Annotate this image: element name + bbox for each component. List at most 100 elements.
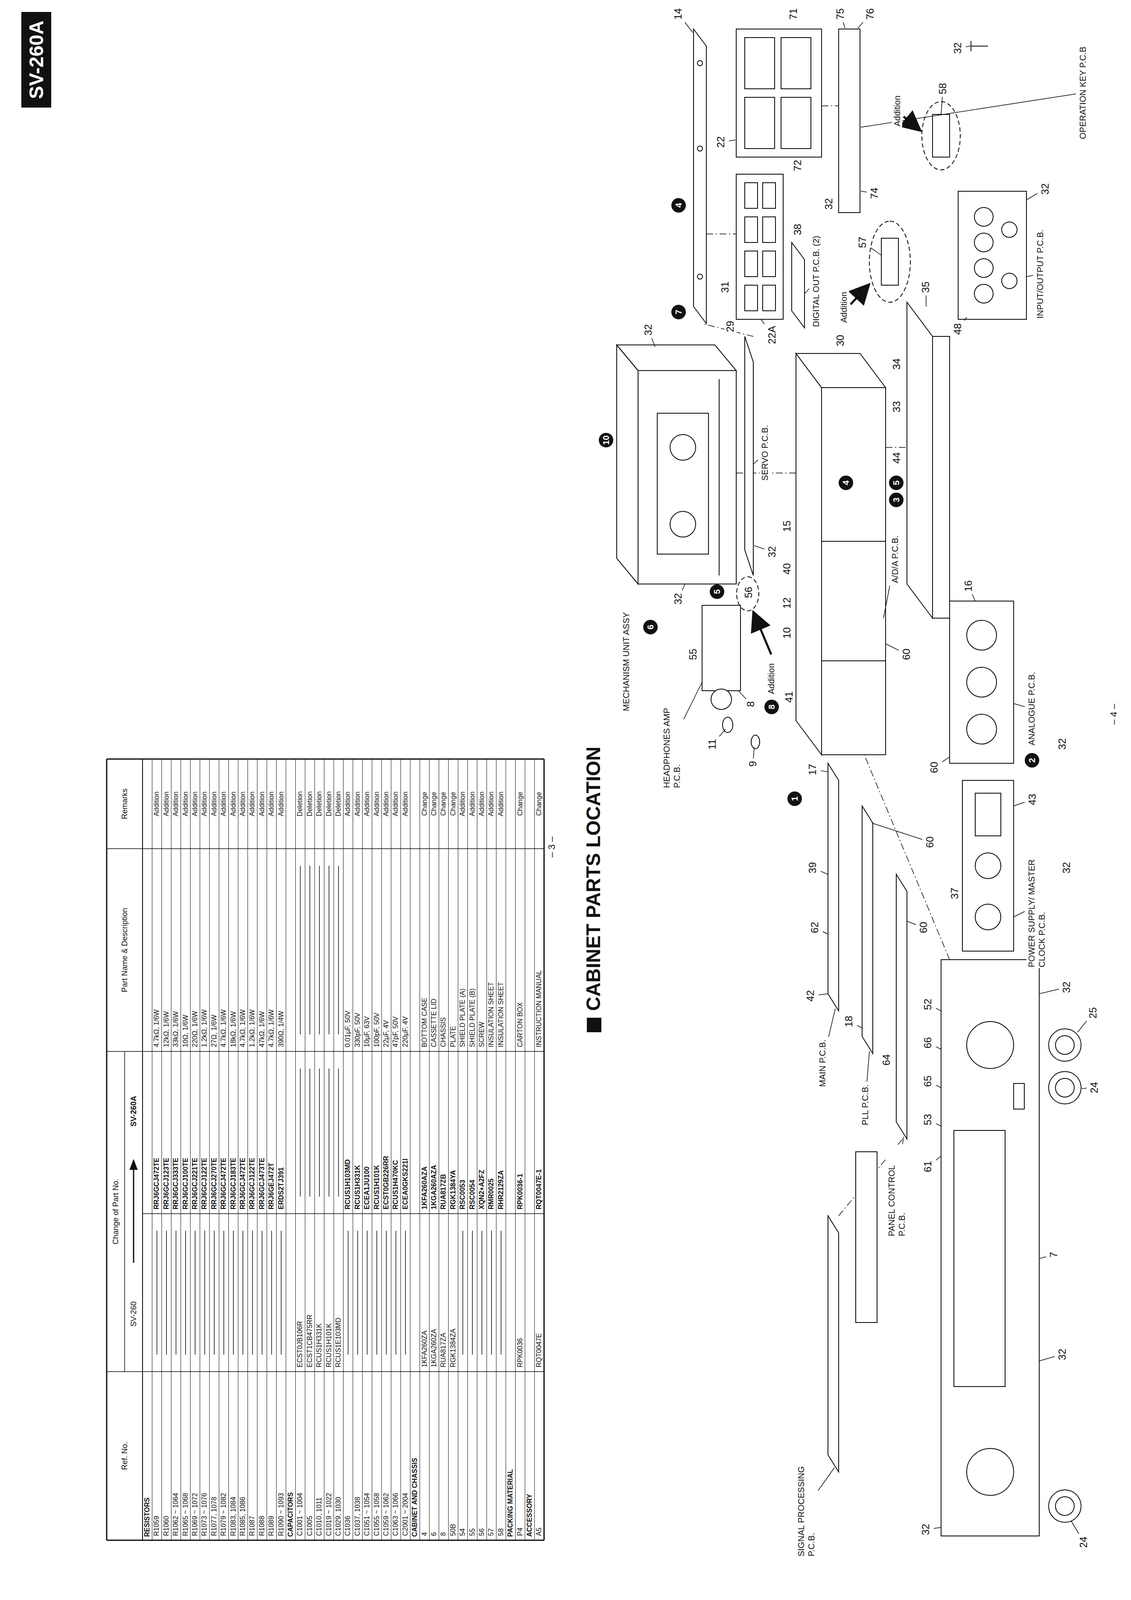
callout-number: 24 <box>1088 1080 1101 1094</box>
table-cell: Deletion <box>314 758 324 849</box>
table-cell: R1087 <box>247 1515 257 1536</box>
table-cell: BOTTOM CASE <box>419 997 430 1047</box>
leader-line <box>935 1008 942 1011</box>
callout-number: 31 <box>719 280 732 294</box>
table-dash <box>376 1230 378 1355</box>
table-rule <box>371 758 373 1540</box>
table-cell: RRJ6GCJ333TE <box>171 1157 181 1210</box>
table-border <box>106 1539 545 1541</box>
table-rule <box>333 758 335 1540</box>
table-rule <box>467 758 468 1540</box>
leader-line <box>1026 275 1034 277</box>
callout-number: 1 <box>789 795 800 801</box>
callout-number: 65 <box>921 1074 935 1088</box>
table-cell: ERDS2TJ391 <box>276 1166 286 1210</box>
leader-line <box>1013 911 1025 917</box>
callout-number: 75 <box>834 7 847 21</box>
table-cell: C1029, 1030 <box>333 1496 344 1536</box>
table-rule <box>314 758 315 1540</box>
table-cell: C1051 ~ 1054 <box>362 1492 372 1536</box>
arrow-shaft <box>133 1168 135 1263</box>
table-dash <box>347 1230 349 1355</box>
table-cell: RRJ6GCJ183TE <box>228 1157 239 1210</box>
table-cell: 4.7kΩ, 1/6W <box>238 1009 248 1047</box>
circled-callout: 10 <box>598 432 614 448</box>
leader-line <box>902 1136 904 1144</box>
callout-number: 55 <box>687 647 700 661</box>
leader-line <box>719 728 726 737</box>
leader-line <box>1039 1356 1055 1361</box>
parts-drawing <box>616 29 1082 1536</box>
table-cell: Addition <box>457 758 468 849</box>
callout-number: 56 <box>742 585 755 599</box>
table-cell: 57 <box>486 1527 496 1536</box>
leader-line <box>972 594 976 601</box>
table-rule <box>190 758 191 1540</box>
callout-number: 60 <box>900 647 913 661</box>
table-cell: RRJ6GCJ122TE <box>199 1157 210 1210</box>
callout-number: 17 <box>806 762 820 776</box>
callout-number: 32 <box>642 323 655 337</box>
table-rule <box>199 758 201 1540</box>
table-cell: 100pF, 50V <box>372 1012 382 1047</box>
table-border <box>543 758 545 1540</box>
table-cell: RCUS1H470KC <box>390 1159 401 1210</box>
table-cell: ECST0JB106R <box>295 1320 305 1368</box>
table-rule <box>180 758 181 1540</box>
table-rule <box>524 758 526 1540</box>
table-cell: RCUS1H101K <box>324 1323 334 1368</box>
table-cell: Addition <box>218 758 229 849</box>
callout-number: 7 <box>673 309 684 315</box>
leader-line <box>1013 801 1025 806</box>
leader-line <box>1039 988 1059 994</box>
callout-number: 32 <box>919 1522 933 1536</box>
leader-line <box>682 583 686 591</box>
table-rule <box>505 758 507 1540</box>
table-cell: Addition <box>161 758 172 849</box>
callout-number: 53 <box>921 1112 935 1126</box>
table-cell: 1KFA260ZA <box>419 1330 430 1368</box>
callout-number: 8 <box>744 700 758 708</box>
table-cell: C1059 ~ 1062 <box>381 1492 391 1536</box>
table-cell: 10Ω, 1/6W <box>180 1014 191 1047</box>
table-border <box>106 758 545 760</box>
part-label: MECHANISM UNIT ASSY <box>620 611 632 712</box>
leader-line <box>738 690 747 699</box>
table-rule <box>228 758 229 1540</box>
table-cell: Addition <box>362 758 372 849</box>
table-rule <box>352 758 353 1540</box>
callout-number: 22A <box>766 324 779 345</box>
table-cell: 54 <box>457 1527 468 1536</box>
table-cell: CHASSIS <box>438 1017 449 1047</box>
table-cell: INSULATION SHEET <box>496 981 506 1047</box>
table-cell: Addition <box>257 758 267 849</box>
table-cell: RGK1384YA <box>448 1169 458 1210</box>
table-header: SV-260 <box>124 1256 143 1372</box>
table-cell: Deletion <box>305 758 315 849</box>
callout-number: 35 <box>919 280 933 294</box>
part-label: SIGNAL PROCESSING P.C.B. <box>795 1457 817 1557</box>
part-label: OPERATION KEY P.C.B <box>1077 45 1088 140</box>
table-cell: 0.01µF, 50V <box>343 1010 353 1047</box>
table-cell: INSTRUCTION MANUAL <box>534 970 544 1047</box>
table-cell: ECEA0GKS221I <box>400 1158 411 1210</box>
table-cell: R1083, 1084 <box>228 1496 239 1536</box>
table-dash <box>357 1230 359 1355</box>
table-cell: RCUS1H331K <box>352 1164 363 1210</box>
table-rule <box>142 758 143 1540</box>
table-cell: 47kΩ, 1/6W <box>257 1011 267 1047</box>
leader-line <box>651 338 656 347</box>
callout-number: 5 <box>891 480 902 485</box>
leader-line <box>818 993 828 995</box>
table-cell: R1077, 1078 <box>209 1496 219 1536</box>
table-dash <box>223 1230 225 1355</box>
leader-line <box>942 756 950 762</box>
circled-callout: 2 <box>1024 752 1040 768</box>
callout-number: 58 <box>936 81 950 96</box>
leader-line <box>866 1051 870 1082</box>
table-cell: 1KGA260ZA <box>429 1328 439 1368</box>
table-cell: Addition <box>352 758 363 849</box>
table-cell: Change <box>515 758 525 849</box>
table-cell: CARTON BOX <box>515 1002 525 1047</box>
table-cell: RMR0025 <box>486 1178 496 1210</box>
